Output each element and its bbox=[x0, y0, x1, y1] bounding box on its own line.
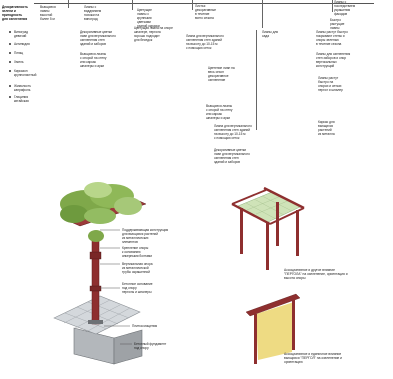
mid-note: Декоративные цветки лиан для вертикально… bbox=[80, 30, 116, 46]
header-rule bbox=[34, 3, 374, 4]
mid-note: Декоративные цветки лиан для вертикально… bbox=[214, 148, 250, 164]
bullet-dot bbox=[9, 85, 11, 87]
mid-note: Лиана для вертикального озеленения стен … bbox=[186, 34, 224, 50]
column-header: Лианы с последствием украшения фасадов bbox=[334, 0, 356, 16]
bullet-dot bbox=[9, 43, 11, 45]
drawing-label: Крепление опоры к основанию анкерными бо… bbox=[122, 246, 152, 258]
mid-note: Вьющиеся лианы с опорой на стену или кар… bbox=[80, 52, 107, 68]
concrete-foundation-side bbox=[113, 329, 143, 365]
column-header: Быстро растущие лианы bbox=[330, 18, 345, 30]
column-header: Лианы с виддюнием похожи на виноград bbox=[84, 5, 102, 21]
callout-lines bbox=[100, 229, 132, 345]
plant-list-item: Жимолость каприфоль bbox=[14, 84, 32, 92]
figure-caption: Ассоциативное и единичное влияние вьющих… bbox=[284, 352, 343, 365]
frame-beam bbox=[231, 189, 267, 205]
plant-list-item: Кирказон крупнолистный bbox=[14, 69, 37, 77]
leader-line bbox=[256, 30, 257, 130]
frame-post bbox=[266, 222, 269, 270]
tick bbox=[332, 0, 333, 12]
right-note: Каркас для вьющихся растений из металла bbox=[318, 120, 335, 136]
post-joint bbox=[89, 285, 102, 292]
right-note: Лианы для озеленения стен заборов и опор… bbox=[316, 52, 351, 68]
column-header: Цветущие лианы с крупными цветками разно… bbox=[137, 8, 160, 28]
plant-list-item: Хмель bbox=[14, 60, 24, 64]
drawing-label: Поддерживающая конструкция для вьющихся … bbox=[122, 228, 169, 244]
tick bbox=[132, 0, 133, 10]
column-header: Лианы для сада bbox=[262, 30, 279, 38]
gate-beam bbox=[245, 293, 301, 317]
frame-beam bbox=[263, 186, 305, 210]
drawing-label: Бетонный фундамент под опору bbox=[134, 342, 167, 350]
tick bbox=[262, 0, 263, 28]
bullet-dot bbox=[9, 96, 11, 98]
plant-list-item: Актинидия bbox=[14, 42, 30, 46]
gate-panel bbox=[256, 302, 294, 360]
post-base-plate bbox=[88, 320, 103, 324]
tick bbox=[192, 0, 193, 10]
frame-beam bbox=[231, 202, 271, 226]
frame-post bbox=[240, 208, 243, 254]
column-header: Листья декоративные в течение всего сезо… bbox=[195, 4, 217, 20]
frame-post bbox=[296, 210, 299, 256]
bullet-dot bbox=[9, 70, 11, 72]
column-header: Вьющиеся лианы высотой более 5 м bbox=[40, 5, 56, 21]
trellis-grid bbox=[245, 195, 293, 220]
mid-note: Вьющиеся лианы с опорой на стену или кар… bbox=[206, 104, 233, 120]
mid-note: Цветение лиан на весь сезон декоративное… bbox=[208, 66, 235, 82]
gate-post bbox=[254, 314, 257, 364]
foliage-mass bbox=[60, 182, 142, 242]
bullet-dot bbox=[9, 52, 11, 54]
figure-caption: Ассоциативное и другое влияние "ПЕРГОЛА"… bbox=[284, 268, 348, 281]
mid-note: Лиана для вертикального озеленения стен … bbox=[214, 124, 252, 140]
drawing-label: Бетонное основание под опору перголы и ш… bbox=[122, 282, 153, 294]
post-joint bbox=[89, 251, 102, 260]
gate-post bbox=[292, 298, 295, 350]
frame-post bbox=[276, 202, 279, 246]
header-label: Декоративность зелени и пригодность для … bbox=[2, 5, 28, 21]
plant-list-item: Глициния китайская bbox=[14, 95, 29, 103]
drawing-label: Вертикальная опора из металлической труб… bbox=[122, 262, 153, 274]
tick bbox=[68, 0, 69, 8]
plant-list-item: Виноград девичий bbox=[14, 30, 29, 38]
drawing-label: Плитка мощения bbox=[132, 324, 158, 328]
bullet-dot bbox=[9, 61, 11, 63]
right-note: Лианы растут быстро покрывают стены и оп… bbox=[316, 30, 348, 46]
right-note: Лианы растут быстро на опорах и сетках п… bbox=[318, 76, 343, 92]
plant-list-item: Плющ bbox=[14, 51, 24, 55]
mid-note: Цветущая лиана на опоре шпалере, пергола… bbox=[134, 26, 173, 42]
bullet-dot bbox=[9, 31, 11, 33]
